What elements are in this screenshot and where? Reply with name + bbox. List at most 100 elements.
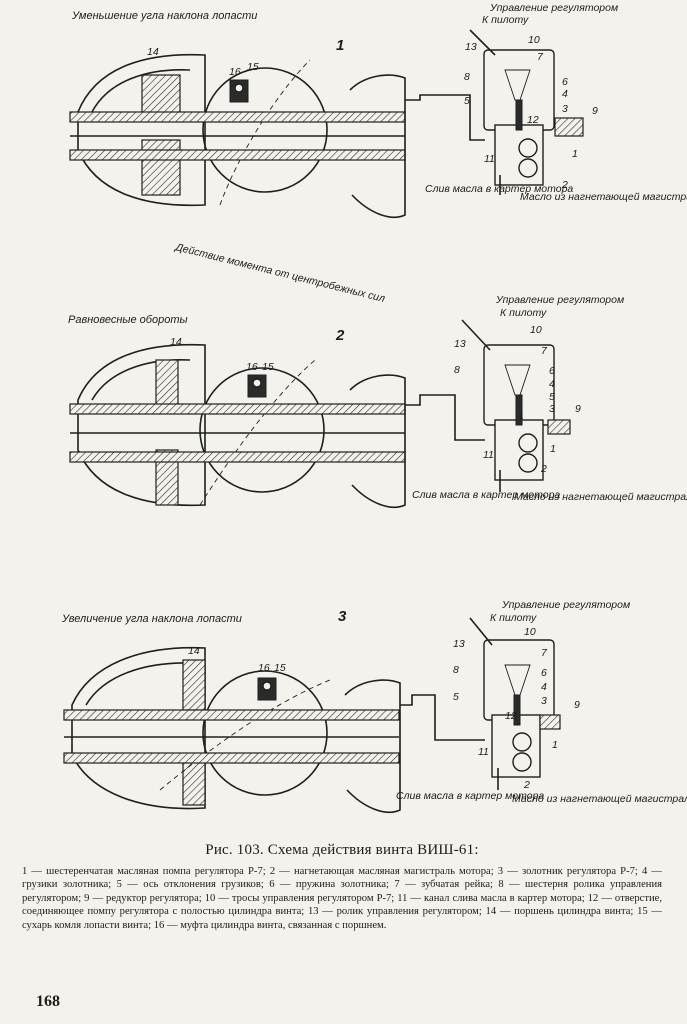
- engine-flange: [344, 679, 401, 814]
- blade-root-circle: [202, 67, 328, 193]
- pilot-label: К пилоту: [500, 307, 547, 319]
- pilot-label: К пилоту: [482, 14, 529, 26]
- label-6: 6: [562, 76, 568, 88]
- label-13: 13: [453, 638, 465, 650]
- hub-dome: [77, 53, 206, 207]
- governor-reducer-9: [554, 117, 584, 137]
- control-label: Управление регулятором: [501, 599, 630, 611]
- piston-14-lower: [141, 139, 181, 196]
- label-5: 5: [464, 95, 470, 107]
- label-9: 9: [592, 105, 598, 117]
- panel-1: Уменьшение угла наклона лопасти 1 Управ: [69, 2, 687, 305]
- label-8: 8: [464, 71, 470, 83]
- label-11: 11: [484, 153, 495, 165]
- label-10: 10: [530, 324, 542, 336]
- figure-caption: Рис. 103. Схема действия винта ВИШ-61: 1…: [22, 842, 662, 932]
- label-8: 8: [454, 364, 460, 376]
- spool-valve: [515, 99, 523, 131]
- drain-label: Слив масла в картер мотора: [412, 489, 560, 501]
- pilot-label: К пилоту: [490, 612, 537, 624]
- blade-counterweight-dashed: [199, 359, 316, 506]
- engine-flange: [349, 74, 406, 219]
- blade-root-circle: [199, 367, 325, 493]
- panel-2-number: 2: [335, 327, 345, 344]
- panel-3: Увеличение угла наклона лопасти 3 Управл…: [61, 599, 687, 814]
- label-3: 3: [541, 695, 547, 707]
- label-7: 7: [541, 647, 548, 659]
- pump-gear-upper: [518, 138, 538, 158]
- shaft-upper-wall: [63, 709, 400, 721]
- panel-3-title: Увеличение угла наклона лопасти: [61, 613, 242, 625]
- piston-14-upper: [182, 659, 206, 711]
- label-5: 5: [453, 691, 459, 703]
- label-14: 14: [188, 645, 200, 657]
- label-16: 16: [258, 662, 270, 674]
- panel-1-title: Уменьшение угла наклона лопасти: [71, 10, 257, 22]
- blade-counterweight-dashed: [219, 59, 311, 206]
- supply-label: Масло из нагнетающей магистра и мотора: [520, 191, 687, 203]
- supply-label: Масло из нагнетающей магистрали мотора: [514, 491, 687, 503]
- blade-root-circle: [202, 670, 328, 796]
- label-4: 4: [541, 681, 547, 693]
- panel-1-number: 1: [336, 37, 344, 54]
- shaft-lower-wall: [69, 451, 406, 463]
- label-4: 4: [549, 378, 555, 390]
- label-6: 6: [549, 365, 555, 377]
- control-label: Управление регулятором: [495, 294, 624, 306]
- blade-slider-15: [234, 83, 244, 93]
- control-cable: [469, 617, 493, 646]
- spool-valve: [513, 694, 521, 726]
- blade-slider-15: [252, 378, 262, 388]
- governor-pump-body: [494, 124, 544, 186]
- label-8: 8: [453, 664, 459, 676]
- propeller-schematic-figure: Уменьшение угла наклона лопасти 1 Управ: [61, 2, 687, 814]
- label-2: 2: [540, 463, 547, 475]
- label-14: 14: [170, 336, 182, 348]
- drain-label: Слив масла в картер мотора: [396, 790, 544, 802]
- label-13: 13: [465, 41, 477, 53]
- label-6: 6: [541, 667, 547, 679]
- label-1: 1: [572, 148, 578, 160]
- drain-label: Слив масла в картер мотора: [425, 183, 573, 195]
- label-13: 13: [454, 338, 466, 350]
- label-4: 4: [562, 88, 568, 100]
- force-label: Действие момента от центробежных сил: [173, 241, 386, 305]
- shaft-lower-wall: [63, 752, 400, 764]
- label-11: 11: [478, 746, 489, 758]
- label-15: 15: [274, 662, 286, 674]
- label-9: 9: [575, 403, 581, 415]
- label-1-top: 1: [518, 410, 524, 422]
- governor-reducer-9: [539, 714, 561, 730]
- label-15: 15: [262, 361, 274, 373]
- label-1: 1: [552, 739, 558, 751]
- pump-gear-lower: [518, 453, 538, 473]
- panel-2: Равновесные обороты 2 Управление регулят…: [68, 294, 687, 509]
- pump-gear-upper: [512, 732, 532, 752]
- hub-dome: [71, 646, 206, 810]
- pump-gear-lower: [518, 158, 538, 178]
- control-cable: [461, 319, 491, 351]
- spool-valve: [515, 394, 523, 426]
- governor-reducer-9: [547, 419, 571, 435]
- label-3: 3: [562, 103, 568, 115]
- oil-line: [400, 694, 485, 741]
- hub-inner-line: [85, 662, 191, 706]
- label-15: 15: [247, 61, 259, 73]
- label-10: 10: [524, 626, 536, 638]
- control-label: Управление регулятором: [489, 2, 618, 14]
- blade-counterweight-dashed: [159, 679, 331, 791]
- shaft-upper-wall: [69, 403, 406, 415]
- label-9: 9: [574, 699, 580, 711]
- shaft-upper-wall: [69, 111, 406, 123]
- label-10: 10: [528, 34, 540, 46]
- pump-gear-upper: [518, 433, 538, 453]
- shaft-lower-wall: [69, 149, 406, 161]
- engine-flange: [349, 374, 406, 509]
- label-5: 5: [549, 391, 555, 403]
- figure-caption-legend: 1 — шестеренчатая масляная помпа регулят…: [22, 866, 662, 931]
- governor-pump-body: [494, 419, 544, 481]
- label-1: 1: [550, 443, 556, 455]
- label-2: 2: [561, 179, 568, 191]
- label-12: 12: [505, 710, 517, 722]
